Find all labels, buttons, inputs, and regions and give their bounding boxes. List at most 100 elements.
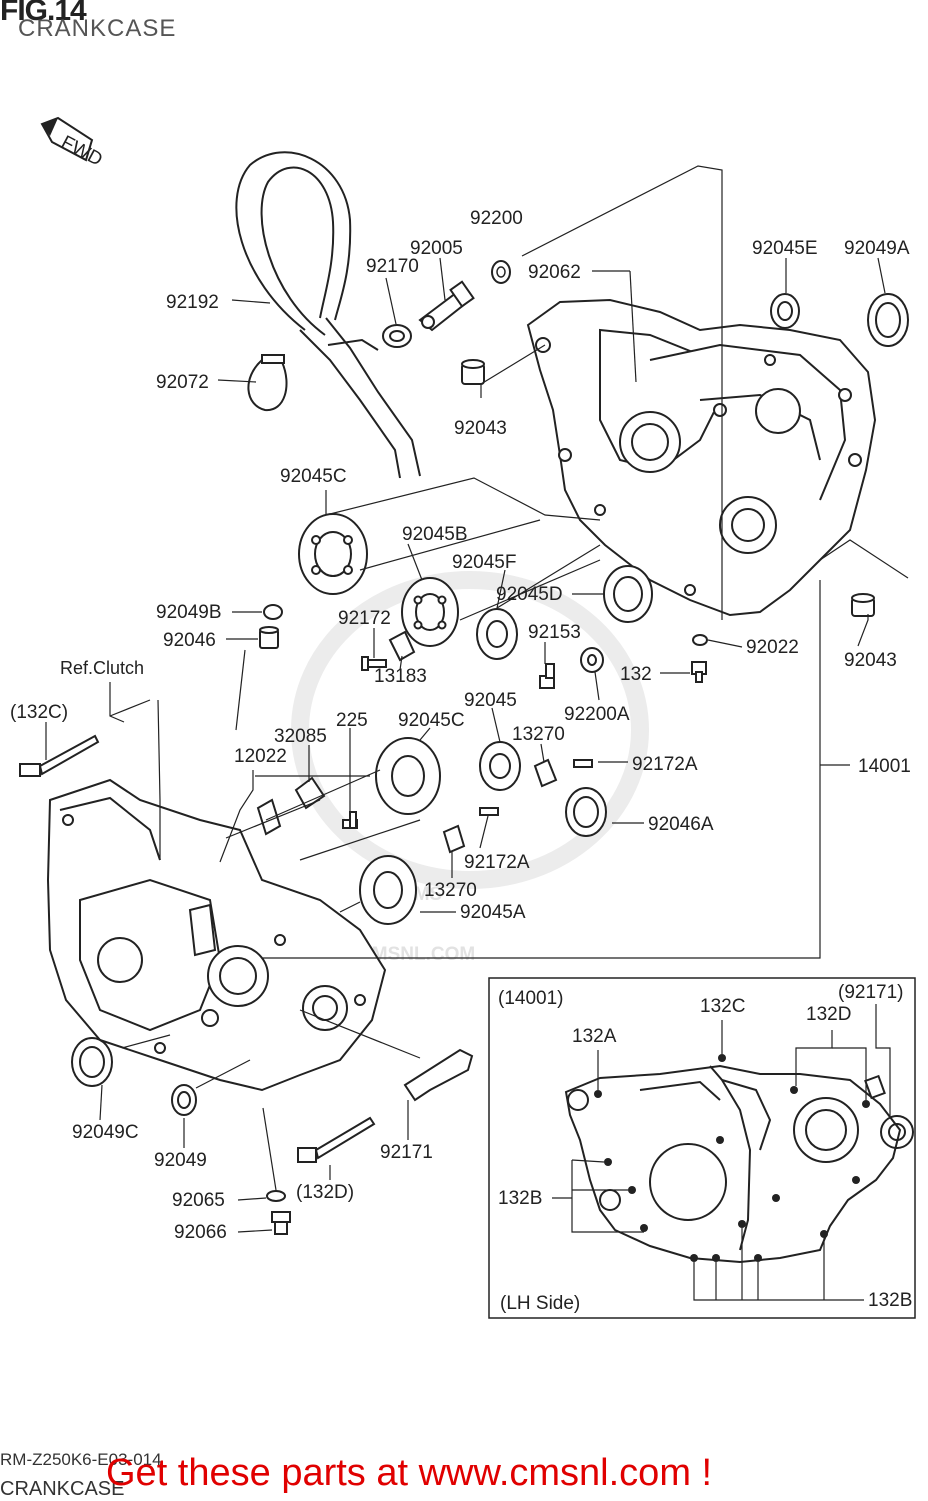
inset-crankcase-outline	[564, 1064, 914, 1264]
label-92172A-bottom: 92172A	[464, 852, 530, 873]
bolt-92172A-bottom	[479, 807, 499, 816]
label-13183: 13183	[374, 666, 427, 687]
oil-seal-92049A	[867, 293, 909, 347]
bearing-92045A	[359, 855, 417, 925]
label-225: 225	[336, 710, 368, 731]
label-92200: 92200	[470, 208, 523, 229]
small-clamp	[382, 324, 412, 348]
bolt-92153	[539, 663, 555, 689]
part-labels: 92192 92072 92170 92005 92200 92062 9204…	[10, 208, 911, 1243]
inset-label-132C: 132C	[700, 996, 745, 1017]
label-92043-top: 92043	[454, 418, 507, 439]
bolt-225	[342, 811, 358, 829]
label-13270-top: 13270	[512, 724, 565, 745]
label-92049A: 92049A	[844, 238, 910, 259]
bolt-132D	[297, 1116, 376, 1163]
breather-fitting	[418, 280, 475, 332]
label-92043-right: 92043	[844, 650, 897, 671]
promo-link[interactable]: Get these parts at www.cmsnl.com !	[106, 1452, 713, 1494]
bearing-92045E	[770, 293, 800, 329]
label-92049C: 92049C	[72, 1122, 139, 1143]
label-13270-bottom: 13270	[424, 880, 477, 901]
right-crankcase-half	[526, 298, 877, 617]
hose-clamp	[247, 354, 288, 412]
plate-13270-bottom	[442, 824, 466, 854]
fwd-arrow-icon: FWD	[40, 116, 106, 171]
washer-92200A	[580, 647, 604, 673]
label-132D-paren: (132D)	[296, 1182, 354, 1203]
label-92045C-mid: 92045C	[398, 710, 465, 731]
label-92045C-top: 92045C	[280, 466, 347, 487]
label-132C-paren: (132C)	[10, 702, 68, 723]
label-92046: 92046	[163, 630, 216, 651]
inset-part-ref: (14001)	[498, 988, 564, 1009]
dowel-pin-top	[461, 359, 485, 385]
label-92045A: 92045A	[460, 902, 526, 923]
label-92172: 92172	[338, 608, 391, 629]
label-12022: 12022	[234, 746, 287, 767]
needle-bearing-92046A	[565, 787, 607, 837]
breather-hose	[235, 151, 421, 479]
washer-92022	[692, 634, 708, 646]
oil-seal-92049	[171, 1084, 197, 1116]
bracket-92171	[403, 1048, 474, 1102]
plate-13183	[388, 630, 416, 662]
label-32085: 32085	[274, 726, 327, 747]
inset-label-132D: 132D	[806, 1004, 851, 1025]
bearing-92045B	[401, 577, 459, 647]
label-92005: 92005	[410, 238, 463, 259]
label-132: 132	[620, 664, 652, 685]
label-92049B: 92049B	[156, 602, 222, 623]
dowel-pin-right	[851, 593, 875, 617]
label-92072: 92072	[156, 372, 209, 393]
left-crankcase-half	[46, 778, 387, 1092]
inset-side-label: (LH Side)	[500, 1293, 580, 1314]
label-92045: 92045	[464, 690, 517, 711]
bearing-92045D	[603, 565, 653, 623]
inset-label-132A: 132A	[572, 1026, 617, 1047]
washer-92065	[266, 1190, 286, 1202]
label-92045F: 92045F	[452, 552, 516, 573]
footer-title: CRANKCASE	[0, 1478, 125, 1500]
label-92062: 92062	[528, 262, 581, 283]
figure-number: FIG.14	[0, 0, 87, 27]
label-92065: 92065	[172, 1190, 225, 1211]
label-92045E: 92045E	[752, 238, 818, 259]
bolt-92172	[361, 656, 387, 671]
label-92045B: 92045B	[402, 524, 468, 545]
leader-lines	[45, 165, 909, 1233]
inset-bolt-holes	[594, 1054, 870, 1262]
bolt-132C	[19, 734, 100, 777]
label-92192: 92192	[166, 292, 219, 313]
figure-title: CRANKCASE	[18, 15, 177, 42]
label-92200A: 92200A	[564, 704, 630, 725]
label-92045D: 92045D	[496, 584, 563, 605]
label-92066: 92066	[174, 1222, 227, 1243]
bearing-92045F	[476, 608, 518, 660]
label-92049: 92049	[154, 1150, 207, 1171]
oil-seal-92049C	[71, 1037, 113, 1087]
bolt-132	[691, 661, 707, 683]
label-92153: 92153	[528, 622, 581, 643]
label-92046A: 92046A	[648, 814, 714, 835]
inset-lh-side: (14001) 132A 132C (92171) 132D 132B 132B…	[488, 977, 916, 1319]
bolt-92172A-top	[573, 759, 593, 768]
plate-12022	[256, 798, 282, 836]
label-92172A-top: 92172A	[632, 754, 698, 775]
bearing-92045C-top	[298, 513, 368, 595]
nut-92049B	[263, 604, 283, 620]
inset-label-132B-left: 132B	[498, 1188, 542, 1209]
plate-13270-top	[533, 758, 558, 788]
inset-leader-lines	[552, 1004, 891, 1301]
label-ref-clutch: Ref.Clutch	[60, 658, 144, 678]
label-92171: 92171	[380, 1142, 433, 1163]
inset-label-92171: (92171)	[838, 982, 904, 1003]
bearing-92045C-mid	[375, 737, 441, 815]
label-92170: 92170	[366, 256, 419, 277]
label-14001: 14001	[858, 756, 911, 777]
drain-plug-92066	[271, 1211, 291, 1235]
diagram-code: RM-Z250K6-E03-014	[0, 1450, 162, 1469]
label-92022: 92022	[746, 637, 799, 658]
bracket-32085	[294, 776, 326, 810]
